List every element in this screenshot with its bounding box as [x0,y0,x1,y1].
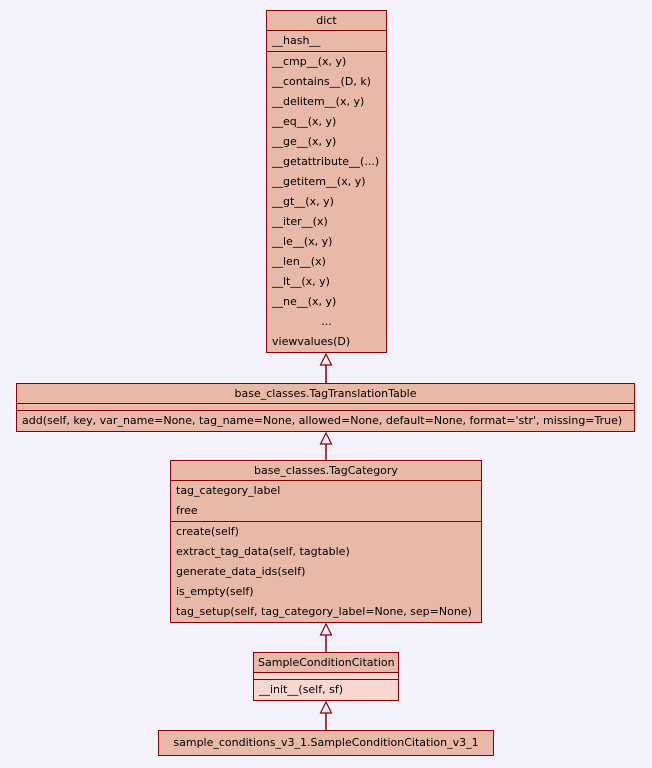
method-row: __init__(self, sf) [259,683,344,696]
class-tag-translation-table-attributes [17,403,634,410]
class-dict-attributes: __hash__ [267,30,386,51]
class-tag-translation-table-methods: add(self, key, var_name=None, tag_name=N… [17,410,634,431]
method-row: __getattribute__(...) [272,155,380,168]
method-row: __eq__(x, y) [272,115,337,128]
inheritance-arrow [319,431,333,460]
method-row: __lt__(x, y) [272,275,330,288]
class-sample-condition-citation-v3-1-title: sample_conditions_v3_1.SampleConditionCi… [173,736,479,749]
class-dict: dict __hash__ __cmp__(x, y) __contains__… [266,10,387,353]
class-sample-condition-citation: SampleConditionCitation __init__(self, s… [253,652,399,701]
inheritance-arrow [319,700,333,730]
method-row: __gt__(x, y) [272,195,334,208]
method-row: extract_tag_data(self, tagtable) [176,545,350,558]
class-tag-translation-table: base_classes.TagTranslationTable add(sel… [16,383,635,432]
method-row: __getitem__(x, y) [272,175,366,188]
method-row: __ne__(x, y) [272,295,337,308]
method-row: __iter__(x) [272,215,328,228]
inheritance-arrow [319,622,333,652]
method-row: create(self) [176,525,239,538]
class-sample-condition-citation-title: SampleConditionCitation [258,656,395,669]
class-sample-condition-citation-methods: __init__(self, sf) [254,679,398,700]
class-tag-category: base_classes.TagCategory tag_category_la… [170,460,482,623]
class-tag-category-title: base_classes.TagCategory [254,464,398,477]
class-dict-methods: __cmp__(x, y) __contains__(D, k) __delit… [267,51,386,352]
method-row: __contains__(D, k) [272,75,371,88]
attribute-row: __hash__ [272,34,321,47]
ellipsis-row: ... [321,315,332,328]
class-sample-condition-citation-attributes [254,672,398,679]
attribute-row: tag_category_label [176,484,281,497]
method-row: __delitem__(x, y) [272,95,365,108]
class-sample-condition-citation-v3-1: sample_conditions_v3_1.SampleConditionCi… [158,730,494,756]
inheritance-arrow [319,352,333,383]
class-tag-category-attributes: tag_category_label free [171,480,481,521]
attribute-row: free [176,504,198,517]
method-row: __le__(x, y) [272,235,333,248]
method-row: add(self, key, var_name=None, tag_name=N… [22,414,623,427]
method-row: __len__(x) [272,255,326,268]
method-row: generate_data_ids(self) [176,565,306,578]
method-row: viewvalues(D) [272,335,351,348]
class-tag-translation-table-title: base_classes.TagTranslationTable [234,387,417,400]
class-dict-title: dict [316,14,337,27]
method-row: __ge__(x, y) [272,135,337,148]
method-row: __cmp__(x, y) [272,55,347,68]
method-row: is_empty(self) [176,585,254,598]
class-tag-category-methods: create(self) extract_tag_data(self, tagt… [171,521,481,622]
method-row: tag_setup(self, tag_category_label=None,… [176,605,472,618]
